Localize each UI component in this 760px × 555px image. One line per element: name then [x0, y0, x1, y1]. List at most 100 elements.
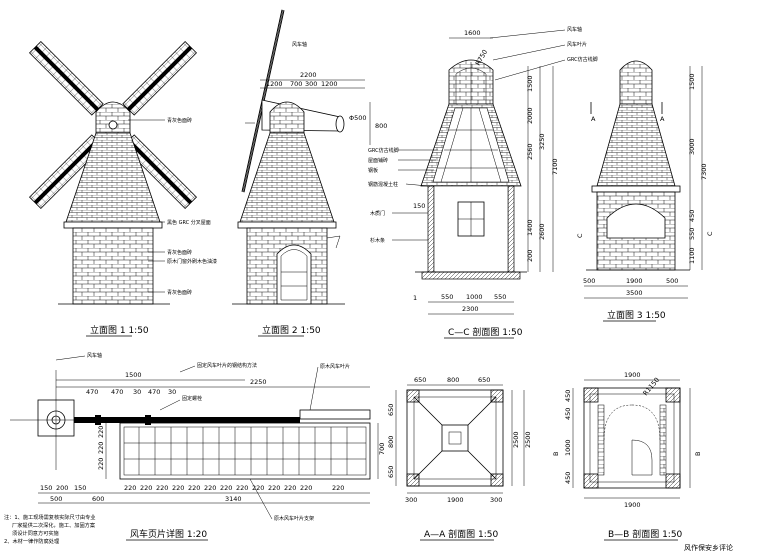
note-4: 2、木材一律作防腐处理	[4, 537, 60, 545]
dim-cc-r: R750	[474, 48, 489, 67]
dim-aa-t1: 650	[414, 376, 426, 384]
label-grc2: GRC仿古线脚	[567, 56, 598, 63]
dim-d-v3: 220	[97, 458, 105, 470]
dim-cc-v6: 3250	[538, 133, 546, 150]
dim-e3-b3: 500	[666, 277, 678, 285]
dim-e3-b2: 1900	[626, 277, 643, 285]
dim-d-a: 470	[86, 388, 98, 396]
dim-d-bot: 3140	[225, 495, 242, 503]
dim-e3-v3: 7300	[700, 163, 708, 180]
dim-e3-b4: 3500	[626, 289, 643, 297]
blade-detail: 1500 2250 470 470 30 470 30 220 220 220 …	[4, 352, 386, 545]
label-d4: 原木风车叶片	[320, 363, 350, 370]
dim-d-t1: 1500	[125, 371, 142, 379]
arched-door	[276, 244, 312, 305]
caption-section-cc: C—C 剖面图 1:50	[448, 326, 523, 338]
dim-d-bcell-11: 220	[252, 484, 264, 492]
label-cc-axis: 风车轴	[567, 26, 582, 33]
mark-A-left: A	[591, 115, 596, 123]
tower-body	[72, 227, 154, 305]
center-opening	[441, 424, 469, 452]
label-wood3: 木质门	[370, 210, 385, 217]
caption-elevation-1: 立面图 1 1:50	[90, 324, 149, 336]
dim-d-d: 470	[148, 388, 160, 396]
dim-e2-a: 1200	[266, 80, 283, 88]
label-d1: 风车轴	[87, 352, 102, 359]
dim-d-bcell-7: 220	[188, 484, 200, 492]
watermark: 风作保安乡评论	[684, 543, 733, 552]
dim-e3-v1: 1500	[688, 73, 696, 90]
dim-bb-l2: 450	[564, 408, 572, 420]
dim-e3-v6: 1100	[688, 247, 696, 264]
elevation-1: 青灰色面砖 黑色 GRC 分叉屋面 青灰色面砖 原木门窗外刷木色油漆 青灰色面砖…	[28, 40, 217, 337]
dim-cc-b1: 550	[441, 293, 453, 301]
elevation-2: 2200 1200 700 300 1200 Φ500 800 风车轴 立面图 …	[232, 9, 387, 337]
dim-cc-b3: 550	[494, 293, 506, 301]
dim-d-v2: 220	[97, 442, 105, 454]
arch-opening	[606, 203, 666, 239]
dim-aa-v1: 650	[387, 404, 395, 416]
note-2: 厂家提供二次深化，施工、加固方案	[12, 521, 96, 529]
label-door: 原木门窗外刷木色油漆	[167, 258, 217, 265]
mark-B-right: B	[694, 452, 702, 456]
label-wood4: 杉木条	[370, 237, 385, 244]
caption-section-aa: A—A 剖面图 1:50	[424, 528, 499, 540]
dim-d-bcell-6: 220	[172, 484, 184, 492]
dim-d-v1: 220	[97, 426, 105, 438]
mark-B-left: B	[552, 452, 560, 456]
mark-C-right: C	[706, 231, 714, 236]
dim-aa-t3: 650	[478, 376, 490, 384]
dim-cc-v3: 2560	[526, 143, 534, 160]
dim-d-t2: 2250	[250, 378, 267, 386]
dim-aa-b3: 300	[490, 496, 502, 504]
caption-elevation-3: 立面图 3 1:50	[607, 309, 666, 321]
dim-aa-v4: 2500	[512, 431, 520, 448]
dim-aa-v2: 800	[387, 436, 395, 448]
dim-d-bcell-15: 220	[332, 484, 344, 492]
dim-d-bcell-2: 150	[74, 484, 86, 492]
dim-e2-c: 300	[305, 80, 317, 88]
note-3: 须设计同意方可实施	[12, 529, 59, 537]
dim-d-bcell-12: 220	[268, 484, 280, 492]
dim-e2-top: 2200	[300, 71, 317, 79]
dim-cc-top: 1600	[464, 29, 481, 37]
dim-e3-v4: 450	[688, 210, 696, 222]
door-swing	[603, 404, 633, 441]
dim-d-500: 500	[50, 495, 62, 503]
caption-detail: 风车页片详图 1:20	[130, 528, 207, 540]
dim-d-bcell-3: 220	[124, 484, 136, 492]
dim-d-bcell-9: 220	[220, 484, 232, 492]
dim-e3-v5: 550	[688, 228, 696, 240]
dim-e2-dia: Φ500	[349, 114, 367, 122]
dim-e3-v2: 3000	[688, 138, 696, 155]
label-col: 钢筋混凝土柱	[368, 181, 398, 188]
blade-panel-grid	[119, 422, 371, 480]
mark-C-left: C	[576, 233, 584, 238]
dim-d-e: 30	[168, 388, 176, 396]
section-aa: 650 800 650 300 1900 300 650 800 650 250…	[387, 376, 532, 541]
dim-d-bcell-5: 220	[156, 484, 168, 492]
caption-section-bb: B—B 剖面图 1:50	[608, 528, 683, 540]
dim-aa-v5: 2500	[524, 431, 532, 448]
dim-cc-v2: 2000	[526, 107, 534, 124]
dim-e2-800: 800	[375, 122, 387, 130]
elevation-3: A A C 1500 3000 7300 450 550 1100 C 500 …	[576, 60, 714, 322]
dim-bb-l1: 450	[564, 390, 572, 402]
dim-bb-l3: 1000	[564, 439, 572, 456]
dim-d-bcell-4: 220	[140, 484, 152, 492]
dim-bb-l4: 450	[564, 472, 572, 484]
cupola	[95, 101, 131, 134]
note-1: 注：1、施工现场需复核实际尺寸由专业	[4, 513, 96, 521]
dim-aa-v3: 650	[387, 466, 395, 478]
dim-d-bcell-10: 220	[236, 484, 248, 492]
dim-bb-b: 1900	[624, 501, 641, 509]
label-cc-blade: 风车叶片	[567, 41, 587, 48]
dim-aa-t2: 800	[447, 376, 459, 384]
label-grc: 黑色 GRC 分叉屋面	[167, 219, 211, 226]
dim-cc-v5: 200	[526, 250, 534, 262]
dim-bb-t: 1900	[624, 371, 641, 379]
label-d3: 固定螺栓	[182, 395, 202, 402]
label-base: 青灰色面砖	[167, 289, 192, 296]
dim-cc-v4: 1400	[526, 219, 534, 236]
dim-cc-b2: 1000	[466, 293, 483, 301]
